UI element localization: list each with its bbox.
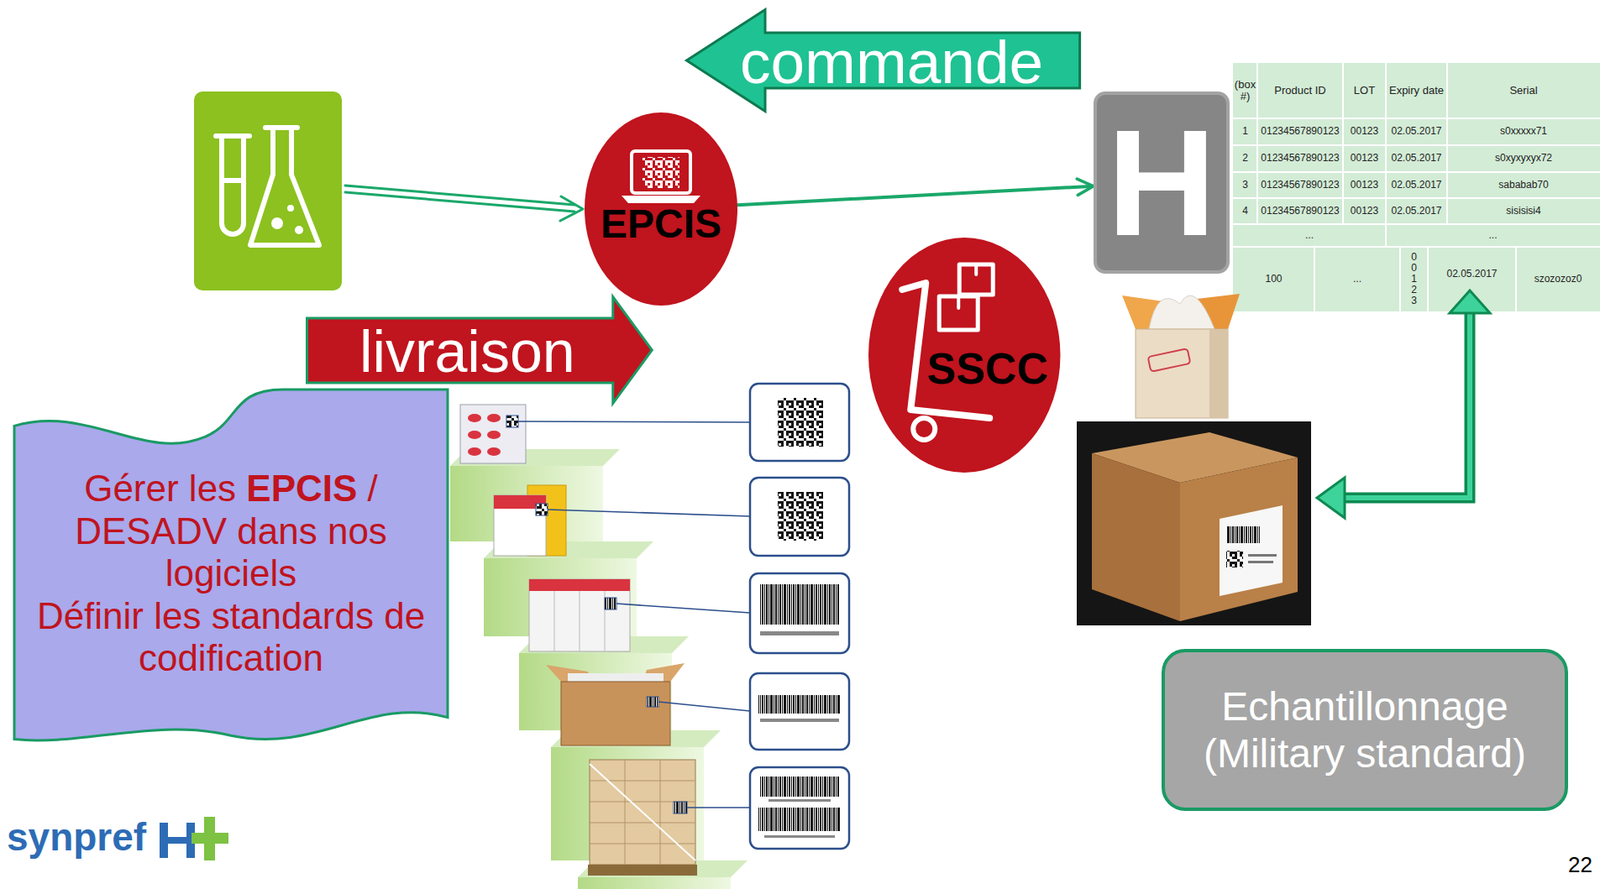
table-cell-text: 02.05.2017 (1390, 179, 1442, 191)
circle-fill (584, 112, 738, 306)
data-table (1232, 62, 1600, 312)
table-cell-text: sababab70 (1498, 179, 1548, 191)
table-cell-text: 01234567890123 (1260, 205, 1339, 217)
table-cell-text: s0xyxyxyx72 (1495, 152, 1553, 164)
laptop-icon (621, 151, 701, 204)
table-cell-text: 100 (1264, 273, 1282, 285)
table-cell-text: sisisisi4 (1505, 205, 1541, 217)
table-header: Product ID (1257, 62, 1343, 119)
table-header: Serial (1447, 62, 1600, 119)
table-cell: 00123 (1342, 172, 1386, 199)
flow-arrow (737, 186, 1094, 205)
laboratory-icon (194, 91, 342, 291)
node-label: Définir les standards de codification (33, 595, 429, 681)
table-cell-text: 01234567890123 (1260, 152, 1339, 164)
table-cell: 00123 (1342, 145, 1386, 173)
table-header-text: Serial (1509, 84, 1538, 97)
table-cell-text: s0xxxxx71 (1500, 125, 1548, 137)
circle-fill (868, 237, 1060, 473)
table-cell: ... (1232, 224, 1386, 247)
table-cell: ... (1314, 246, 1401, 312)
table-cell-text: 01234567890123 (1260, 125, 1339, 137)
table-cell: 1 (1232, 118, 1258, 146)
table-cell: s0xyxyxyx72 (1447, 145, 1600, 173)
table-cell-text: 00123 (1411, 251, 1417, 308)
table-cell-text: 3 (1242, 179, 1249, 191)
page-number-text: 22 (1568, 853, 1593, 878)
packaging-staircase (450, 383, 850, 889)
table-cell: 02.05.2017 (1385, 118, 1448, 146)
table-cell: 00123 (1342, 118, 1386, 146)
table-cell-text: 02.05.2017 (1390, 205, 1442, 217)
table-cell-text: 2 (1242, 152, 1249, 164)
node-label: SSCC (927, 344, 1049, 395)
table-cell: ... (1385, 224, 1600, 247)
table-cell: 100 (1232, 246, 1315, 312)
table-cell: 2 (1232, 145, 1258, 173)
table-cell-text: ... (1488, 230, 1497, 242)
table-cell: s0xxxxx71 (1447, 118, 1600, 146)
table-cell-text: 4 (1242, 205, 1249, 217)
table-cell-text: 00123 (1350, 125, 1379, 137)
table-header: LOT (1342, 62, 1386, 119)
table-cell-text: szozozoz0 (1534, 273, 1583, 285)
table-cell-text: 02.05.2017 (1390, 152, 1442, 164)
node-label: Echantillonnage (Military standard) (1185, 683, 1545, 777)
supply-arrow (345, 185, 583, 221)
arrow-outline (307, 297, 653, 404)
table-header: (box #) (1232, 62, 1258, 119)
callout-cloud: Gérer les EPCIS / DESADV dans nos logici… (12, 388, 450, 756)
table-cell: 3 (1232, 172, 1258, 199)
table-cell-text: ... (1305, 230, 1314, 242)
epcis-circle: EPCIS (584, 112, 738, 306)
table-header-text: (box #) (1232, 78, 1258, 104)
table-cell: 01234567890123 (1257, 118, 1343, 146)
table-cell-text: 00123 (1350, 205, 1379, 217)
table-header-text: Product ID (1274, 84, 1326, 97)
node-label: commande (739, 31, 1044, 93)
table-cell: sisisisi4 (1447, 198, 1600, 225)
table-cell: 02.05.2017 (1385, 145, 1448, 173)
logo-text-text: synpref (6, 816, 147, 860)
cloud-outline (14, 389, 448, 741)
sampling-box: Echantillonnage (Military standard) (1161, 649, 1569, 812)
table-cell: 01234567890123 (1257, 172, 1343, 199)
table-cell-text: 00123 (1350, 179, 1379, 191)
table-header-text: LOT (1353, 84, 1375, 97)
shipping-box-photo (1076, 421, 1312, 626)
table-cell: 01234567890123 (1257, 198, 1343, 225)
node-label: H (1096, 94, 1227, 271)
table-cell: 01234567890123 (1257, 145, 1343, 173)
table-cell-text: 02.05.2017 (1446, 268, 1497, 280)
node-label: EPCIS (600, 200, 722, 247)
table-cell: 00123 (1400, 246, 1428, 312)
table-cell: sababab70 (1447, 172, 1600, 199)
table-cell-text: 1 (1242, 125, 1249, 137)
page-number: 22 (1537, 849, 1593, 881)
table-cell-text: 01234567890123 (1260, 179, 1339, 191)
table-header-text: Expiry date (1389, 84, 1444, 97)
arrow-outline (687, 10, 1081, 112)
table-cell: 02.05.2017 (1385, 172, 1448, 199)
table-cell-text: 00123 (1350, 152, 1379, 164)
sscc-circle: SSCC (868, 237, 1060, 473)
table-cell-text: ... (1353, 273, 1362, 285)
sampling-arrow (1316, 290, 1490, 519)
logo-text: synpref (6, 811, 157, 864)
table-cell: 02.05.2017 (1427, 246, 1517, 312)
table-cell: 00123 (1342, 198, 1386, 225)
table-cell: 4 (1232, 198, 1258, 225)
hospital-sign: H (1093, 91, 1230, 274)
node-label: livraison (359, 322, 576, 382)
node-label: Gérer les EPCIS / DESADV dans nos logici… (33, 467, 429, 596)
open-carton (1122, 293, 1240, 419)
order-arrow: commande (685, 8, 1081, 113)
table-header: Expiry date (1385, 62, 1448, 119)
table-cell: 02.05.2017 (1385, 198, 1448, 225)
table-cell-text: 02.05.2017 (1390, 125, 1442, 137)
table-cell: szozozoz0 (1516, 246, 1600, 312)
logo-mark (159, 817, 229, 861)
